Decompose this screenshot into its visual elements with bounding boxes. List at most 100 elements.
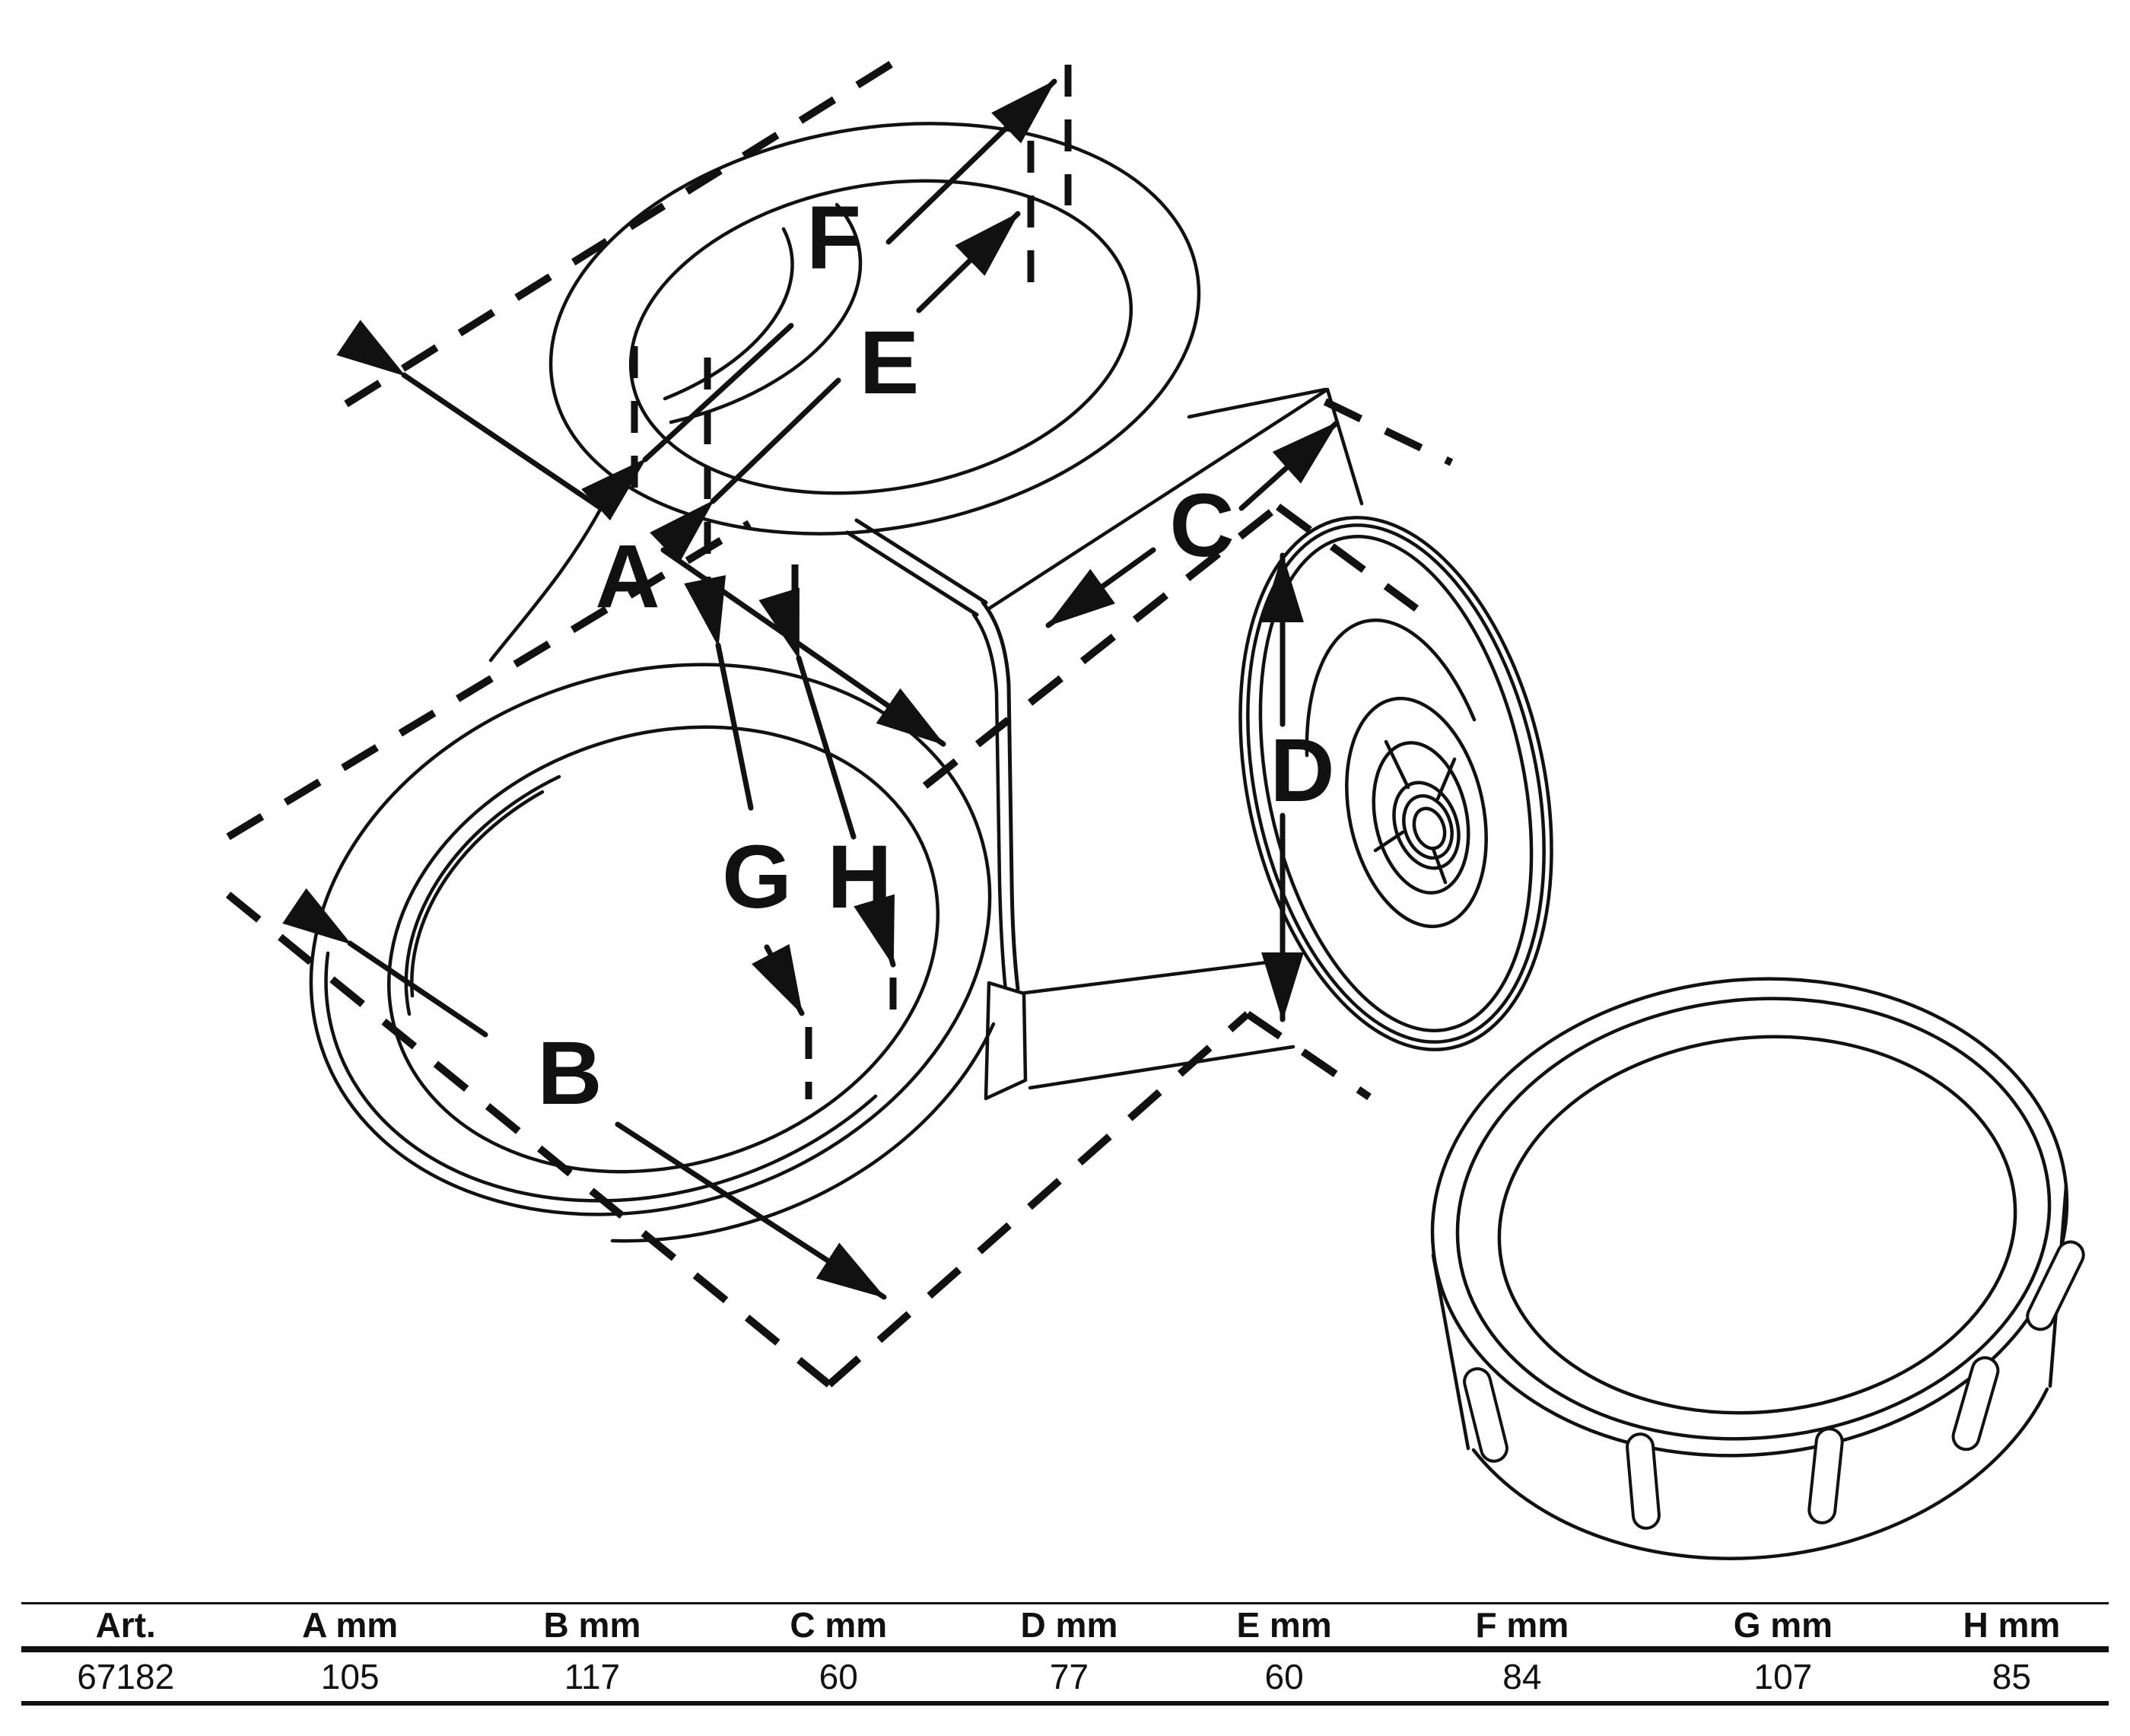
right-disc-socket-bore [1412,806,1447,851]
dim-a-seg2 [660,547,946,747]
right-disc-outer-rim [1238,516,1553,1051]
body-front-crease-inner [971,612,1008,993]
dim-b-seg1 [282,888,488,1038]
body-bottom-strip-top [1017,958,1288,996]
right-disc-face [1258,535,1534,1032]
dim-e-seg1 [650,377,841,564]
cap-rib-1 [1463,1367,1508,1463]
front-band-end-face [984,981,1028,1101]
right-disc-rim-double [1246,523,1546,1044]
dim-e-seg2 [916,211,1021,313]
cap-inner-opening [1497,1035,2017,1415]
body-block [488,387,1364,1101]
label-b: B [537,1023,602,1124]
top-ring-lip-arc-1 [669,202,863,424]
right-disc [1238,516,1553,1051]
top-ring [548,122,1201,536]
table-header-row: Art. A mm B mm C mm D mm E mm F mm G mm … [21,1605,2109,1645]
right-disc-spoke-4 [1431,847,1448,885]
right-disc-spoke-2 [1435,757,1457,801]
cap-ring [1430,977,2085,1560]
construction-lines [225,59,1454,1388]
dash-front-plane-upper [226,520,752,841]
value-h-mm: 85 [1992,1657,2031,1696]
value-f-mm: 84 [1502,1657,1542,1696]
right-disc-spoke-1 [1384,739,1410,790]
label-f: F [806,188,861,288]
dim-b-seg2 [615,1121,887,1300]
cap-rib-3 [1807,1427,1844,1525]
body-left-silhouette [488,496,609,663]
cap-rib-4 [1951,1356,2000,1451]
label-a: A [595,526,660,627]
dash-front-plane-lower [225,892,832,1388]
table-rule-top [21,1602,2109,1604]
dash-side-plane-bottom-left [826,1011,1251,1388]
header-c-mm: C mm [790,1605,888,1645]
body-bottom-strip-bottom [1028,1044,1295,1090]
table-rule-heavy [21,1646,2109,1652]
body-front-crease-outer [981,600,1020,991]
dim-h-seg2 [854,894,896,968]
dim-f-seg1 [581,323,794,521]
value-b-mm: 117 [564,1657,621,1696]
label-d: D [1270,720,1334,821]
header-f-mm: F mm [1475,1605,1569,1645]
front-ring-lip-arc-2 [410,790,545,998]
table-value-row: 67182 105 117 60 77 60 84 107 85 [21,1657,2109,1696]
right-disc-hub-outer [1345,696,1488,929]
dim-g-seg2 [752,943,805,1016]
front-ring [309,663,996,1243]
cap-band-bottom [1471,1387,2049,1560]
header-h-mm: H mm [1963,1605,2061,1645]
body-top-right-silhouette [1187,387,1327,419]
right-disc-socket-mid [1402,793,1454,860]
header-b-mm: B mm [543,1605,641,1645]
right-disc-socket-outer [1392,781,1461,870]
technical-line-drawing: A B C D E F G H [225,59,2085,1560]
dash-side-plane-top-left [922,504,1281,789]
label-g: G [722,827,792,927]
value-a-mm: 105 [320,1657,380,1696]
front-ring-outer-double [324,951,878,1203]
dim-h-seg1 [758,587,857,840]
dim-a-seg1 [336,320,604,511]
body-y-bar-upper [854,518,988,605]
cap-ribs [1463,1240,2085,1530]
cap-outer-rim [1430,977,2069,1458]
dimension-labels: A B C D E F G H [537,188,1334,1124]
dash-side-plane-bottom-right [1245,1010,1372,1101]
dimension-table: Art. A mm B mm C mm D mm E mm F mm G mm … [21,1596,2109,1725]
header-e-mm: E mm [1236,1605,1332,1645]
top-ring-inner-bore [628,179,1133,495]
right-disc-hub-inner [1372,741,1470,895]
cap-rim-double [1455,997,2052,1441]
front-ring-band-bottom [610,1022,996,1243]
dash-side-plane-top-right [1276,503,1419,612]
cap-rib-5 [2026,1240,2085,1331]
extension-ticks [631,65,1072,1099]
header-a-mm: A mm [302,1605,399,1645]
value-art: 67182 [77,1657,175,1696]
cap-rib-2 [1626,1432,1661,1530]
front-ring-lip-arc-1 [404,774,561,1016]
value-e-mm: 60 [1264,1657,1304,1696]
value-d-mm: 77 [1049,1657,1089,1696]
header-art: Art. [95,1605,156,1645]
cap-band-left-edge [1431,1253,1470,1451]
dim-c-lower [1045,547,1156,628]
top-ring-lip-arc-2 [663,227,794,401]
header-g-mm: G mm [1733,1605,1833,1645]
top-ring-outer-rim [548,122,1201,536]
value-g-mm: 107 [1753,1657,1813,1696]
right-disc-face-swirl [1305,618,1477,758]
value-c-mm: 60 [819,1657,858,1696]
dash-top-plane-left [344,59,896,408]
front-ring-outer-rim [309,663,992,1216]
label-c: C [1169,475,1234,576]
label-h: H [827,827,892,927]
dim-f-seg2 [885,78,1057,245]
table-rule-bottom [21,1701,2109,1706]
dim-g-seg1 [684,575,754,811]
